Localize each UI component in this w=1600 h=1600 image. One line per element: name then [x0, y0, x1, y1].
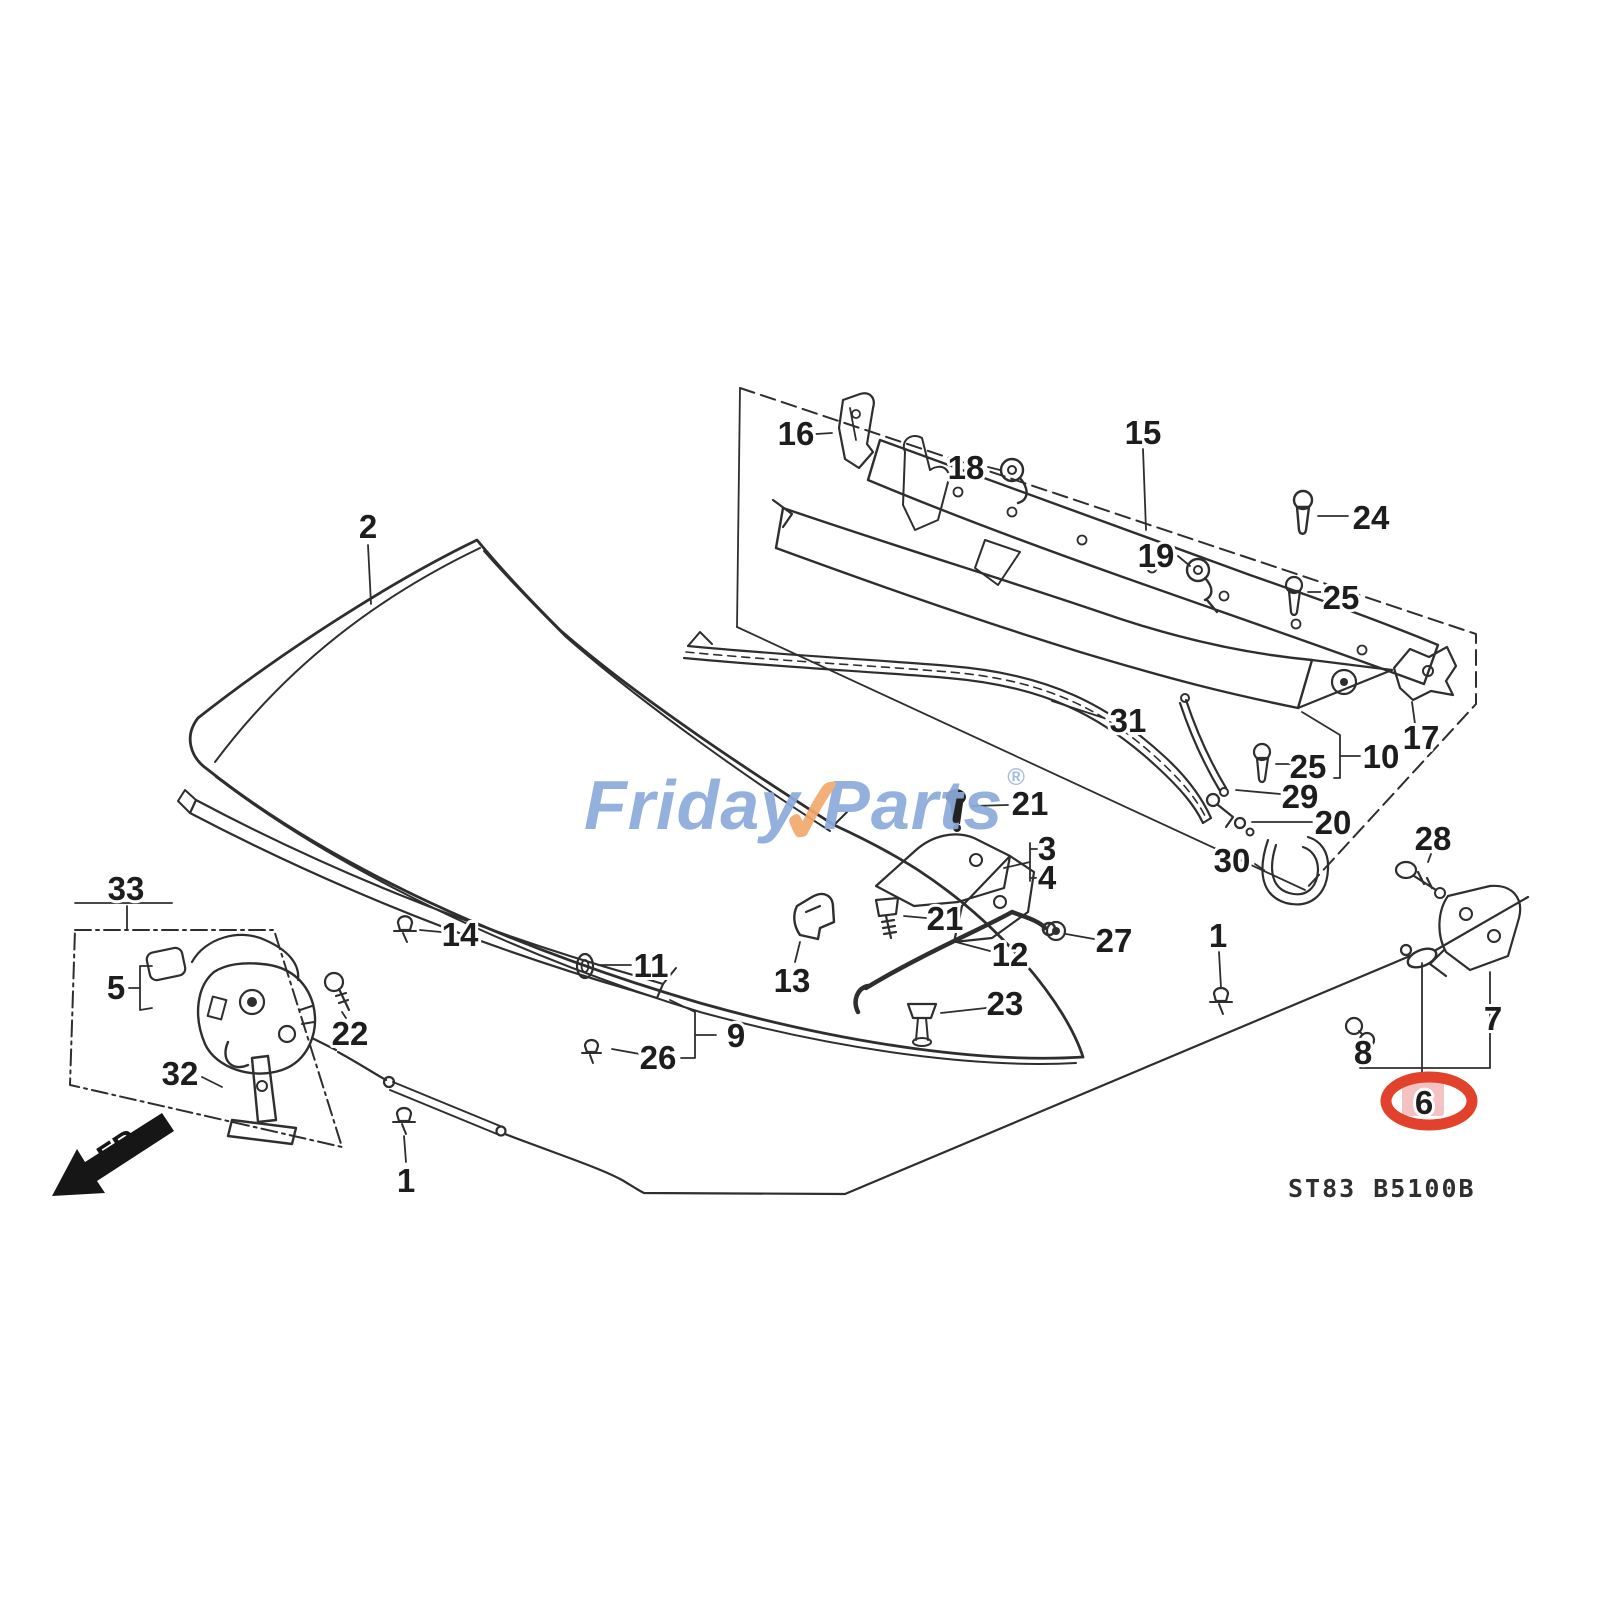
bracket-lines-6-7-8 — [1359, 962, 1491, 1080]
clip-1-left — [392, 1106, 416, 1135]
cowl-lower-panel — [771, 498, 1394, 710]
callout-16: 16 — [778, 415, 815, 452]
callout-23: 23 — [987, 985, 1024, 1022]
callout-17: 17 — [1403, 719, 1440, 756]
highlight-ellipse — [1380, 1071, 1478, 1131]
watermark-text-right: Parts — [823, 766, 1004, 844]
watermark-fridayparts: Friday✓Parts® — [584, 752, 1025, 866]
callout-5: 5 — [107, 969, 125, 1006]
watermark-text-y: y — [760, 766, 801, 844]
cowl-assembly-box — [736, 387, 1477, 891]
grommet-11 — [575, 952, 595, 980]
callout-29: 29 — [1282, 778, 1319, 815]
watermark-check-icon: ✓ — [770, 757, 859, 867]
hood-hinge-3-4 — [874, 833, 1036, 944]
clip-18 — [999, 457, 1028, 505]
bolt-21-upper — [946, 789, 966, 832]
diagram-code: ST83 B5100B — [1288, 1174, 1476, 1203]
hose-joint-20 — [1205, 792, 1255, 837]
callout-21-upper: 21 — [1012, 785, 1049, 822]
callout-6: 6 — [1415, 1084, 1433, 1121]
callout-24: 24 — [1353, 499, 1390, 536]
callout-1-right: 1 — [1209, 917, 1227, 954]
bolt-28 — [1394, 860, 1446, 899]
hood-panel — [188, 538, 1085, 1065]
cowl-top-panel — [866, 434, 1440, 686]
callout-14: 14 — [442, 916, 479, 953]
callout-32: 32 — [162, 1055, 199, 1092]
callout-22: 22 — [332, 1015, 369, 1052]
callout-19: 19 — [1138, 537, 1175, 574]
callout-3: 3 — [1038, 830, 1056, 867]
clip-19 — [1185, 557, 1219, 614]
callout-33: 33 — [108, 870, 145, 907]
front-molding-strip — [177, 789, 677, 1000]
callout-8: 8 — [1354, 1034, 1372, 1071]
watermark-text-left: Frida — [584, 766, 761, 844]
clip-23 — [906, 1002, 938, 1047]
grommet-27 — [1045, 920, 1067, 942]
release-cable-6 — [310, 895, 1530, 1196]
clip-26 — [581, 1038, 602, 1064]
clip-1-right — [1209, 986, 1233, 1015]
callout-25-upper: 25 — [1323, 579, 1360, 616]
callout-7: 7 — [1484, 1000, 1502, 1037]
callout-30: 30 — [1214, 842, 1251, 879]
arrow-icon — [52, 1113, 174, 1196]
callout-13: 13 — [774, 962, 811, 999]
callout-labels: 2 16 18 15 24 19 25 31 17 10 25 29 20 30… — [104, 411, 1505, 1202]
callout-1-left: 1 — [397, 1162, 415, 1199]
bolt-21-lower — [874, 896, 900, 940]
callout-20: 20 — [1315, 804, 1352, 841]
washer-hose-29 — [1178, 693, 1229, 797]
bracket-17 — [1392, 645, 1458, 702]
callout-27: 27 — [1096, 922, 1133, 959]
callout-11: 11 — [634, 947, 669, 984]
hood-lock-assembly — [145, 933, 317, 1075]
callout-9: 9 — [727, 1017, 745, 1054]
callout-4: 4 — [1038, 859, 1057, 896]
callout-31: 31 — [1110, 702, 1147, 739]
bolt-22 — [323, 971, 351, 1012]
callout-2: 2 — [359, 508, 377, 545]
callout-10: 10 — [1363, 738, 1400, 775]
washer-hose-30 — [1261, 835, 1330, 906]
callout-12: 12 — [992, 936, 1029, 973]
callout-28: 28 — [1415, 820, 1452, 857]
lock-assembly-box — [69, 902, 343, 1148]
callout-25-lower: 25 — [1290, 748, 1327, 785]
callout-15: 15 — [1125, 414, 1162, 451]
bracket-16 — [837, 392, 875, 470]
clip-25-lower — [1252, 742, 1272, 784]
clip-14 — [393, 915, 417, 943]
clip-8 — [1344, 1016, 1376, 1049]
hood-hinge-7 — [1428, 884, 1522, 978]
hood-striker-32 — [226, 1054, 298, 1146]
front-direction-arrow: FR. — [52, 1113, 174, 1196]
clip-25-upper — [1284, 575, 1304, 617]
rod-clamp-13 — [793, 892, 836, 941]
callout-21-lower: 21 — [927, 900, 964, 937]
leader-lines — [126, 432, 1432, 1163]
highlight-box — [1402, 1082, 1444, 1116]
callout-18: 18 — [948, 449, 985, 486]
watermark-registered-icon: ® — [1007, 764, 1025, 791]
callout-26: 26 — [640, 1039, 677, 1076]
seal-strip-31 — [682, 631, 1213, 825]
clip-24 — [1292, 489, 1314, 535]
highlighted-part-6: 6 — [1380, 1071, 1478, 1131]
